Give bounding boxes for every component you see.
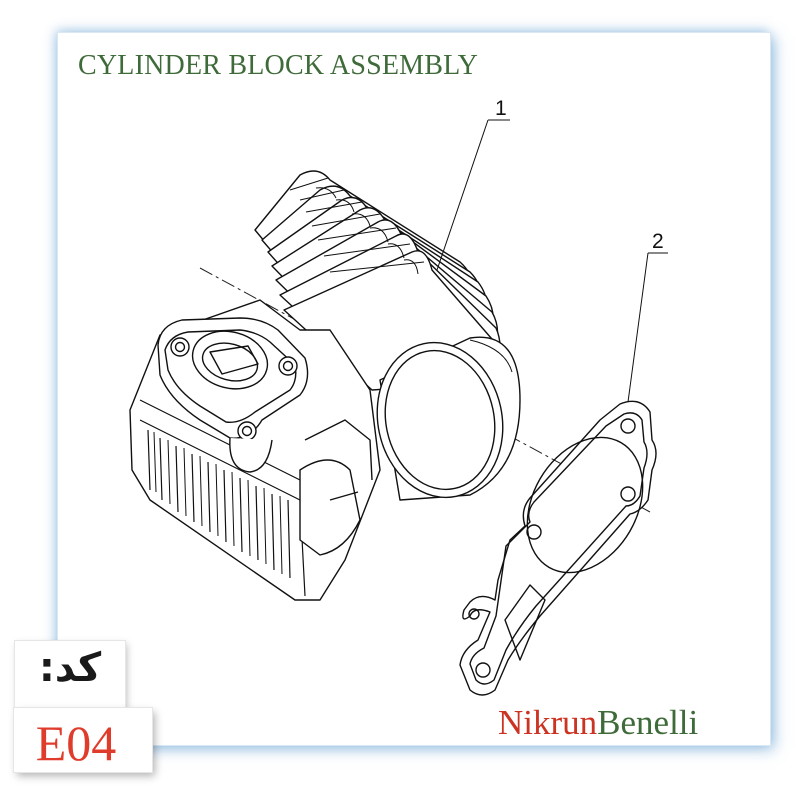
code-label: کد: — [38, 645, 102, 691]
brand-name-part2: Benelli — [597, 703, 699, 742]
brand-name-part1: Nikrun — [498, 703, 598, 742]
brand-logo: NikrunBenelli — [498, 703, 698, 743]
cylinder-base-gasket — [459, 400, 657, 696]
callout-1 — [436, 119, 510, 271]
callout-label-1: 1 — [495, 97, 507, 120]
cylinder-block — [129, 170, 521, 601]
gasket-bore — [526, 436, 644, 574]
diagram-title: CYLINDER BLOCK ASSEMBLY — [78, 50, 479, 81]
code-label-box: کد: — [15, 641, 125, 708]
cylinder-sleeve — [376, 336, 521, 501]
callout-label-2: 2 — [652, 230, 664, 253]
part-code: E04 — [35, 715, 117, 771]
callout-2 — [627, 252, 668, 403]
head-flange — [157, 317, 309, 473]
code-value-box: E04 — [14, 708, 152, 772]
